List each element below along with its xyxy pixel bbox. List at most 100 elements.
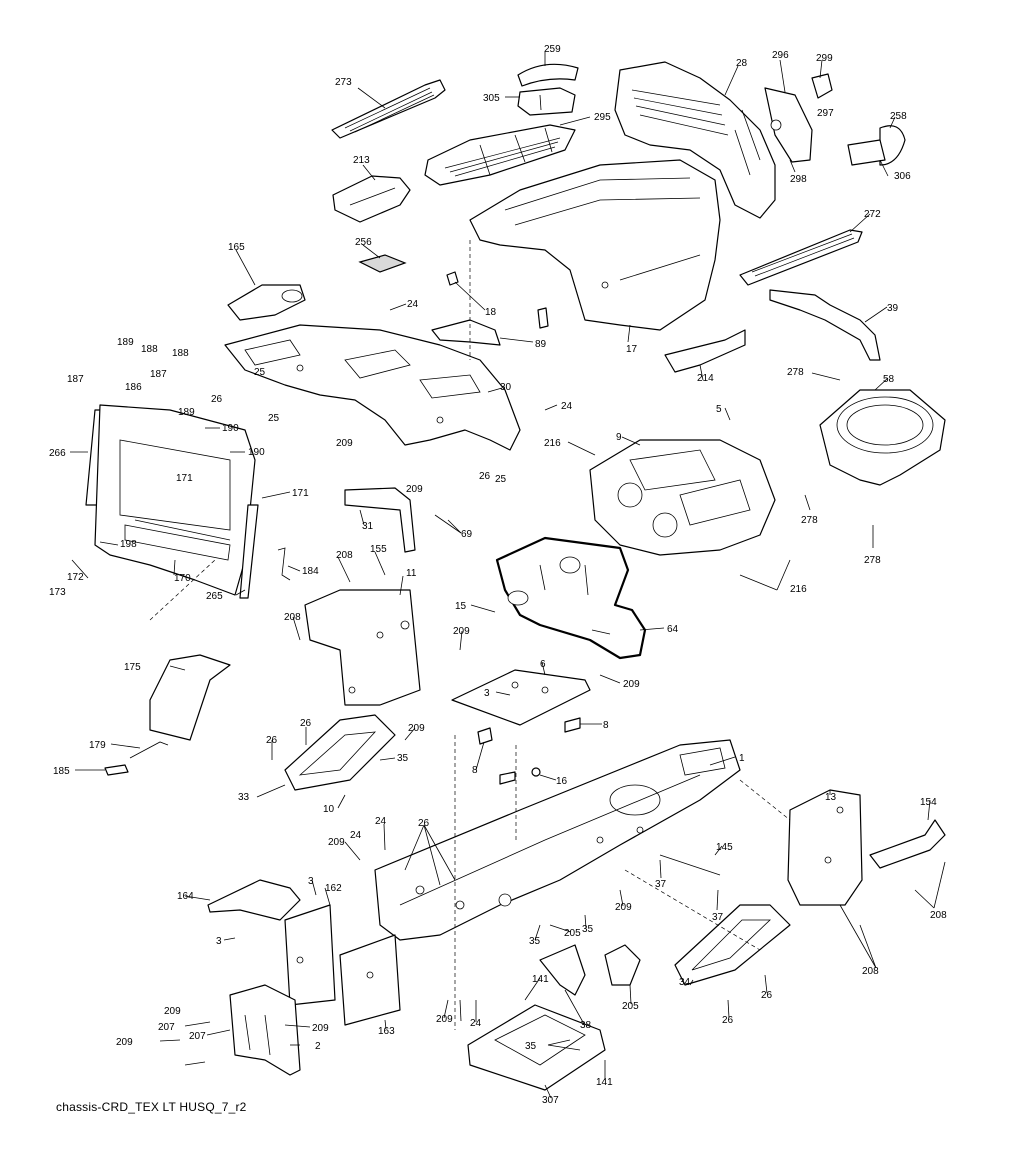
part-295-grille [424,124,576,186]
callout-162: 162 [325,883,342,894]
part-165-tray [227,284,306,321]
part-34-footrest [674,904,791,986]
part-205-bracket [604,944,641,986]
callout-172: 172 [67,572,84,583]
callout-26-d: 26 [266,735,278,746]
callout-208-b: 208 [284,612,301,623]
callout-190-a: 190 [222,423,239,434]
callout-209-a: 209 [336,438,353,449]
callout-216-a: 216 [544,438,561,449]
callout-89: 89 [535,339,547,350]
part-184-rod [277,547,291,581]
callout-24-a: 24 [407,299,419,310]
callout-189-a: 189 [117,337,134,348]
callout-299: 299 [816,53,833,64]
callout-3-a: 3 [484,688,490,699]
callout-198: 198 [120,539,137,550]
callout-305: 305 [483,93,500,104]
callout-35-a: 35 [397,753,409,764]
part-28-hood-front [614,61,776,219]
part-18-plate [446,271,549,329]
callout-209-d: 209 [623,679,640,690]
callout-24-d: 24 [350,830,362,841]
callout-25-c: 25 [495,474,507,485]
callout-numbers: 273 259 305 28 296 299 297 258 295 213 2… [49,44,947,1106]
callout-175: 175 [124,662,141,673]
callout-8-a: 8 [603,720,609,731]
assembly-lines [149,240,791,1030]
callout-26-c: 26 [300,718,312,729]
part-306-block [847,139,886,166]
leader-lines [70,52,946,1099]
callout-209-j: 209 [312,1023,329,1034]
part-38-bracket [539,944,586,996]
part-33-footrest [284,714,396,791]
part-9-dash [589,439,776,556]
callout-205-a: 205 [564,928,581,939]
callout-24-b: 24 [561,401,573,412]
part-307-tray [467,1004,606,1091]
callout-64: 64 [667,624,679,635]
callout-185: 185 [53,766,70,777]
callout-188-a: 188 [141,344,158,355]
callout-190-b: 190 [248,447,265,458]
callout-173: 173 [49,587,66,598]
callout-171-a: 171 [176,473,193,484]
part-162-plate [284,904,336,1006]
callout-154: 154 [920,797,937,808]
part-214-shield [664,329,746,373]
part-8-clip-a [477,727,493,745]
callout-306: 306 [894,171,911,182]
part-299-bulb [811,73,833,99]
callout-208-d: 208 [862,966,879,977]
callout-155: 155 [370,544,387,555]
callout-259: 259 [544,44,561,55]
callout-186: 186 [125,382,142,393]
callout-205-b: 205 [622,1001,639,1012]
part-163-plate [339,934,401,1026]
part-273-strip [331,79,446,139]
callout-209-b: 209 [406,484,423,495]
callout-209-c: 209 [453,626,470,637]
callout-145: 145 [716,842,733,853]
callout-187-b: 187 [150,369,167,380]
part-17-hood [469,159,721,331]
callout-278-c: 278 [864,555,881,566]
callout-188-b: 188 [172,348,189,359]
callout-209-f: 209 [328,837,345,848]
callout-38: 38 [580,1020,592,1031]
callout-17: 17 [626,344,638,355]
part-256-pad [358,254,407,273]
callout-213: 213 [353,155,370,166]
callout-209-k: 209 [116,1037,133,1048]
part-13-side-plate [787,789,863,906]
callout-3-c: 3 [216,936,222,947]
part-89-pad [431,319,501,346]
callout-273: 273 [335,77,352,88]
callout-28: 28 [736,58,748,69]
part-272-strip [739,229,863,286]
callout-170: 170 [174,573,191,584]
callout-58: 58 [883,374,895,385]
callout-26-g: 26 [722,1015,734,1026]
callout-11: 11 [406,568,417,579]
callout-26-e: 26 [418,818,430,829]
callout-39: 39 [887,303,899,314]
callout-35-c: 35 [529,936,541,947]
part-164-bracket [207,879,301,921]
callout-272: 272 [864,209,881,220]
callout-35-b: 35 [582,924,594,935]
callout-18: 18 [485,307,497,318]
callout-141-b: 141 [596,1077,613,1088]
callout-278-b: 278 [801,515,818,526]
part-16-nut [531,767,541,777]
callout-31: 31 [362,521,374,532]
part-213-panel [332,175,411,223]
callout-214: 214 [697,373,714,384]
part-185-pedal [104,764,129,776]
part-2-plate [229,984,301,1076]
callout-26-f: 26 [761,990,773,1001]
callout-258: 258 [890,111,907,122]
callout-6: 6 [540,659,546,670]
callout-25-a: 25 [254,367,266,378]
